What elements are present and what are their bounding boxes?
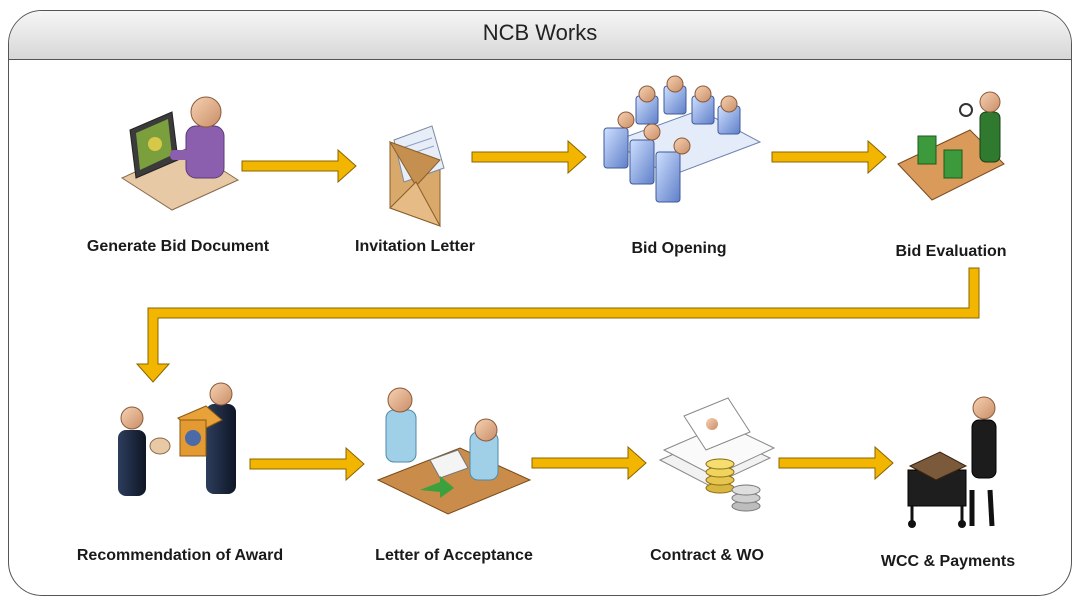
arrow-1 xyxy=(241,148,357,184)
arrow-3 xyxy=(771,139,887,175)
step-label-contract-wo: Contract & WO xyxy=(650,547,764,564)
step-label-invitation-letter: Invitation Letter xyxy=(354,238,476,255)
inspection-conveyor-icon xyxy=(897,91,1005,201)
arrow-4 xyxy=(249,446,365,482)
step-label-generate-bid-document: Generate Bid Document xyxy=(86,238,270,255)
diagram-frame: NCB Works xyxy=(8,10,1072,596)
signing-desk-icon xyxy=(376,387,532,515)
step-label-letter-of-acceptance: Letter of Acceptance xyxy=(375,547,533,564)
arrow-5 xyxy=(531,445,647,481)
step-label-bid-evaluation: Bid Evaluation xyxy=(895,243,1007,260)
connector-arrow xyxy=(135,267,980,383)
step-label-bid-opening: Bid Opening xyxy=(631,240,727,257)
documents-coins-icon xyxy=(658,397,776,512)
payment-cart-icon xyxy=(907,396,997,528)
arrow-6 xyxy=(778,445,894,481)
diagram-title: NCB Works xyxy=(482,20,598,45)
person-at-computer-icon xyxy=(120,96,240,211)
envelope-letter-icon xyxy=(388,125,445,227)
header-bar: NCB Works xyxy=(9,11,1071,60)
step-label-wcc-payments: WCC & Payments xyxy=(880,553,1016,570)
meeting-table-icon xyxy=(603,75,762,203)
step-label-recommendation-of-award: Recommendation of Award xyxy=(76,547,284,564)
arrow-2 xyxy=(471,139,587,175)
handover-award-icon xyxy=(118,382,236,496)
